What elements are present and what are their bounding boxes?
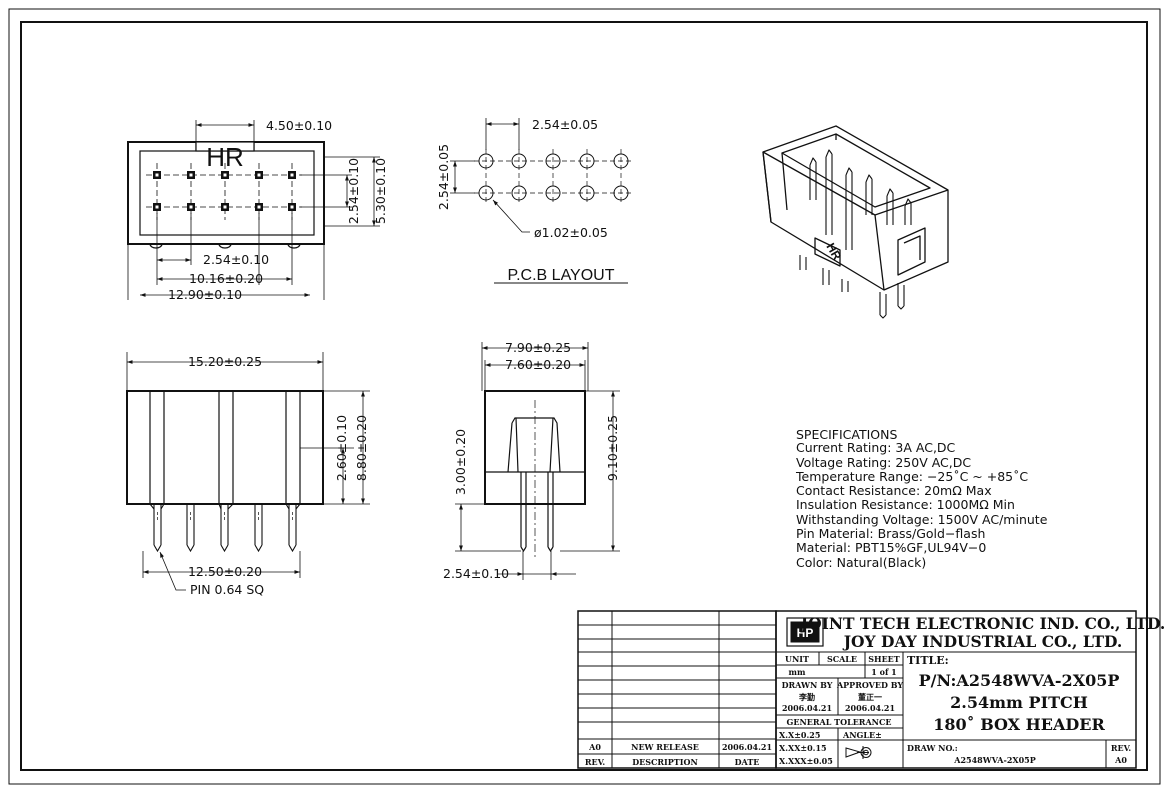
company-name-1: JOINT TECH ELECTRONIC IND. CO., LTD. [799,614,1166,633]
description-line-1: 2.54mm PITCH [950,693,1088,712]
spec-line: Material: PBT15%GF,UL94V−0 [796,540,986,555]
front-dim-length: 15.20±0.25 [188,354,262,369]
description-line-2: 180˚ BOX HEADER [933,714,1105,734]
front-view [126,352,370,591]
rev-row-date: 2006.04.21 [722,742,772,752]
drawn-by-name: 李勤 [798,692,815,702]
unit-value: mm [789,667,806,677]
approved-date: 2006.04.21 [845,703,895,713]
pcb-layout-title: P.C.B LAYOUT [508,267,615,284]
rev-header-date: DATE [735,757,760,767]
top-view [127,120,380,300]
angle-label: ANGLE± [842,730,882,740]
approved-by-name: 董正一 [858,692,882,702]
approved-by-label: APPROVED BY [836,680,903,690]
title-block [775,610,1137,769]
dim-pin-span: 10.16±0.20 [189,271,263,286]
rev-row-description: NEW RELEASE [631,742,699,752]
drawn-by-label: DRAWN BY [782,680,833,690]
spec-line: Temperature Range: −25˚C ~ +85˚C [795,469,1028,484]
dim-body-depth: 5.30±0.10 [373,158,388,224]
general-tolerance-label: GENERAL TOLERANCE [787,717,892,727]
spec-line: Voltage Rating: 250V AC,DC [796,455,971,470]
rev-row-rev: A0 [588,742,601,752]
specifications: SPECIFICATIONS Current Rating: 3A AC,DC … [795,427,1048,570]
scale-label: SCALE [827,654,857,664]
isometric-view [762,125,949,319]
spec-line: Current Rating: 3A AC,DC [796,440,956,455]
sheet-label: SHEET [868,654,900,664]
rev-value: A0 [1114,755,1127,765]
top-view-logo: HR [206,142,244,172]
side-dim-pitch: 2.54±0.10 [443,566,509,581]
front-dim-tail-a: 2.60±0.10 [334,415,349,481]
dim-body-width: 12.90±0.10 [168,287,242,302]
side-view [455,342,620,580]
spec-heading: SPECIFICATIONS [796,427,897,442]
pcb-layout [450,118,634,284]
side-dim-height: 9.10±0.25 [605,415,620,481]
dim-key-width: 4.50±0.10 [266,118,332,133]
part-number: P/N:A2548WVA-2X05P [919,671,1120,690]
pcb-dim-hole: ø1.02±0.05 [534,225,608,240]
rev-header-description: DESCRIPTION [632,757,698,767]
tolerance-1: X.X±0.25 [779,730,820,740]
spec-line: Contact Resistance: 20mΩ Max [796,483,992,498]
draw-no-label: DRAW NO.: [907,743,958,753]
dim-pin-pitch: 2.54±0.10 [203,252,269,267]
company-name-2: JOY DAY INDUSTRIAL CO., LTD. [842,632,1123,651]
pcb-dim-pitch-y: 2.54±0.05 [436,144,451,210]
spec-line: Color: Natural(Black) [796,555,926,570]
draw-no-value: A2548WVA-2X05P [953,755,1036,765]
unit-label: UNIT [785,654,809,664]
front-dim-tail-b: 8.80±0.20 [354,415,369,481]
inner-border [20,21,1148,771]
logo-mark: HP [797,626,814,640]
pcb-dim-pitch-x: 2.54±0.05 [532,117,598,132]
side-dim-outer: 7.90±0.25 [505,340,571,355]
front-dim-pin-span: 12.50±0.20 [188,564,262,579]
rev-label: REV. [1111,743,1132,753]
sheet-value: 1 of 1 [871,667,896,677]
spec-line: Withstanding Voltage: 1500V AC/minute [796,512,1048,527]
side-dim-base: 3.00±0.20 [453,429,468,495]
tolerance-2: X.XX±0.15 [779,743,827,753]
front-pin-note: PIN 0.64 SQ [190,582,264,597]
dim-row-pitch: 2.54±0.10 [346,158,361,224]
tolerance-3: X.XXX±0.05 [779,756,833,766]
rev-header-rev: REV. [585,757,606,767]
revision-table [577,610,777,769]
drawn-date: 2006.04.21 [782,703,832,713]
spec-line: Pin Material: Brass/Gold−flash [796,526,985,541]
spec-line: Insulation Resistance: 1000MΩ Min [796,497,1015,512]
title-label: TITLE: [907,654,949,667]
side-dim-inner: 7.60±0.20 [505,357,571,372]
outer-border [8,8,1161,785]
